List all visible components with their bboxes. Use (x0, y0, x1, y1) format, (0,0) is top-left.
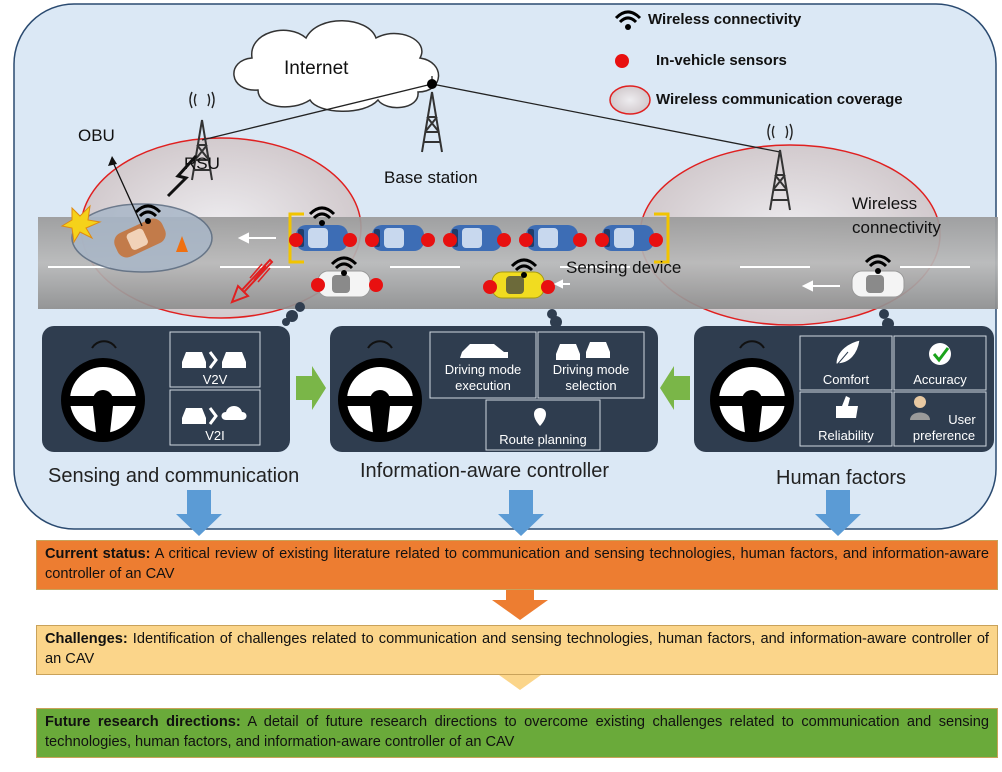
future-directions-strip: Future research directions: A detail of … (36, 708, 998, 758)
human-factors-title: Human factors (776, 467, 907, 489)
legend-sensors: In-vehicle sensors (656, 52, 787, 69)
internet-cloud (233, 20, 440, 112)
legend-wireless: Wireless connectivity (648, 11, 802, 28)
sensing-device-label: Sensing device (566, 258, 682, 277)
selection-label-l2: selection (565, 378, 617, 393)
v2v-label: V2V (202, 372, 228, 387)
coverage-legend-icon (609, 85, 651, 115)
collision-icon (60, 204, 102, 244)
thumbs-up-icon (836, 396, 858, 418)
blue-arrow-3 (815, 490, 861, 536)
user-icon (910, 396, 930, 420)
traffic-cone-icon (176, 236, 188, 252)
challenges-strip: Challenges: Identification of challenges… (36, 625, 998, 675)
preference-label-l2: preference (912, 428, 976, 443)
comfort-label: Comfort (822, 372, 870, 387)
accuracy-label: Accuracy (913, 372, 967, 387)
wireless-label-l2: connectivity (852, 218, 941, 237)
sedan-icon (460, 344, 508, 358)
v2i-label: V2I (205, 428, 225, 443)
future-directions-text: A detail of future research directions t… (45, 714, 989, 750)
future-directions-heading: Future research directions: (45, 714, 241, 730)
wireless-label-l1: Wireless (852, 194, 918, 213)
orange-arrow (492, 590, 548, 620)
steering-wheel-icon-2 (338, 358, 422, 442)
challenges-text: Identification of challenges related to … (45, 631, 989, 667)
current-status-strip: Current status: A critical review of exi… (36, 540, 998, 590)
lane-change-arrow (230, 258, 274, 304)
route-planning-label: Route planning (499, 432, 587, 447)
white-car-right-icon (851, 270, 905, 298)
wireless-legend-icon (614, 10, 642, 30)
controller-title: Information-aware controller (360, 460, 609, 482)
internet-label: Internet (284, 58, 349, 79)
preference-label-l1: User (948, 412, 976, 427)
route-planning-icon (534, 408, 546, 426)
blue-arrow-2 (498, 490, 544, 536)
selection-label-l1: Driving mode (552, 362, 630, 377)
lightning-icon (166, 154, 198, 198)
obu-label: OBU (78, 126, 115, 145)
green-arrow-right (296, 366, 326, 410)
current-status-heading: Current status: (45, 546, 151, 562)
crashed-car-icon (114, 218, 166, 258)
exec-label-l2: execution (455, 378, 511, 393)
steering-wheel-icon-3 (710, 358, 794, 442)
checkmark-icon (929, 343, 951, 365)
challenges-heading: Challenges: (45, 631, 128, 647)
steering-wheel-icon-1 (61, 358, 145, 442)
yellow-car-icon (491, 271, 545, 299)
sensing-communication-title: Sensing and communication (48, 465, 300, 487)
in-vehicle-sensors (289, 233, 663, 294)
green-arrow-left (660, 366, 690, 410)
reliability-label: Reliability (818, 428, 874, 443)
v2v-icon (182, 351, 246, 369)
v2i-icon (182, 406, 247, 425)
blue-arrow-1 (176, 490, 222, 536)
legend-coverage: Wireless communication coverage (656, 91, 903, 108)
current-status-text: A critical review of existing literature… (45, 546, 989, 582)
rsu-label: RSU (184, 154, 220, 173)
sensor-legend-icon (615, 54, 629, 68)
base-station-label: Base station (384, 168, 478, 187)
leaf-icon (835, 339, 861, 367)
exec-label-l1: Driving mode (444, 362, 522, 377)
driving-mode-selection-icon (556, 342, 610, 360)
